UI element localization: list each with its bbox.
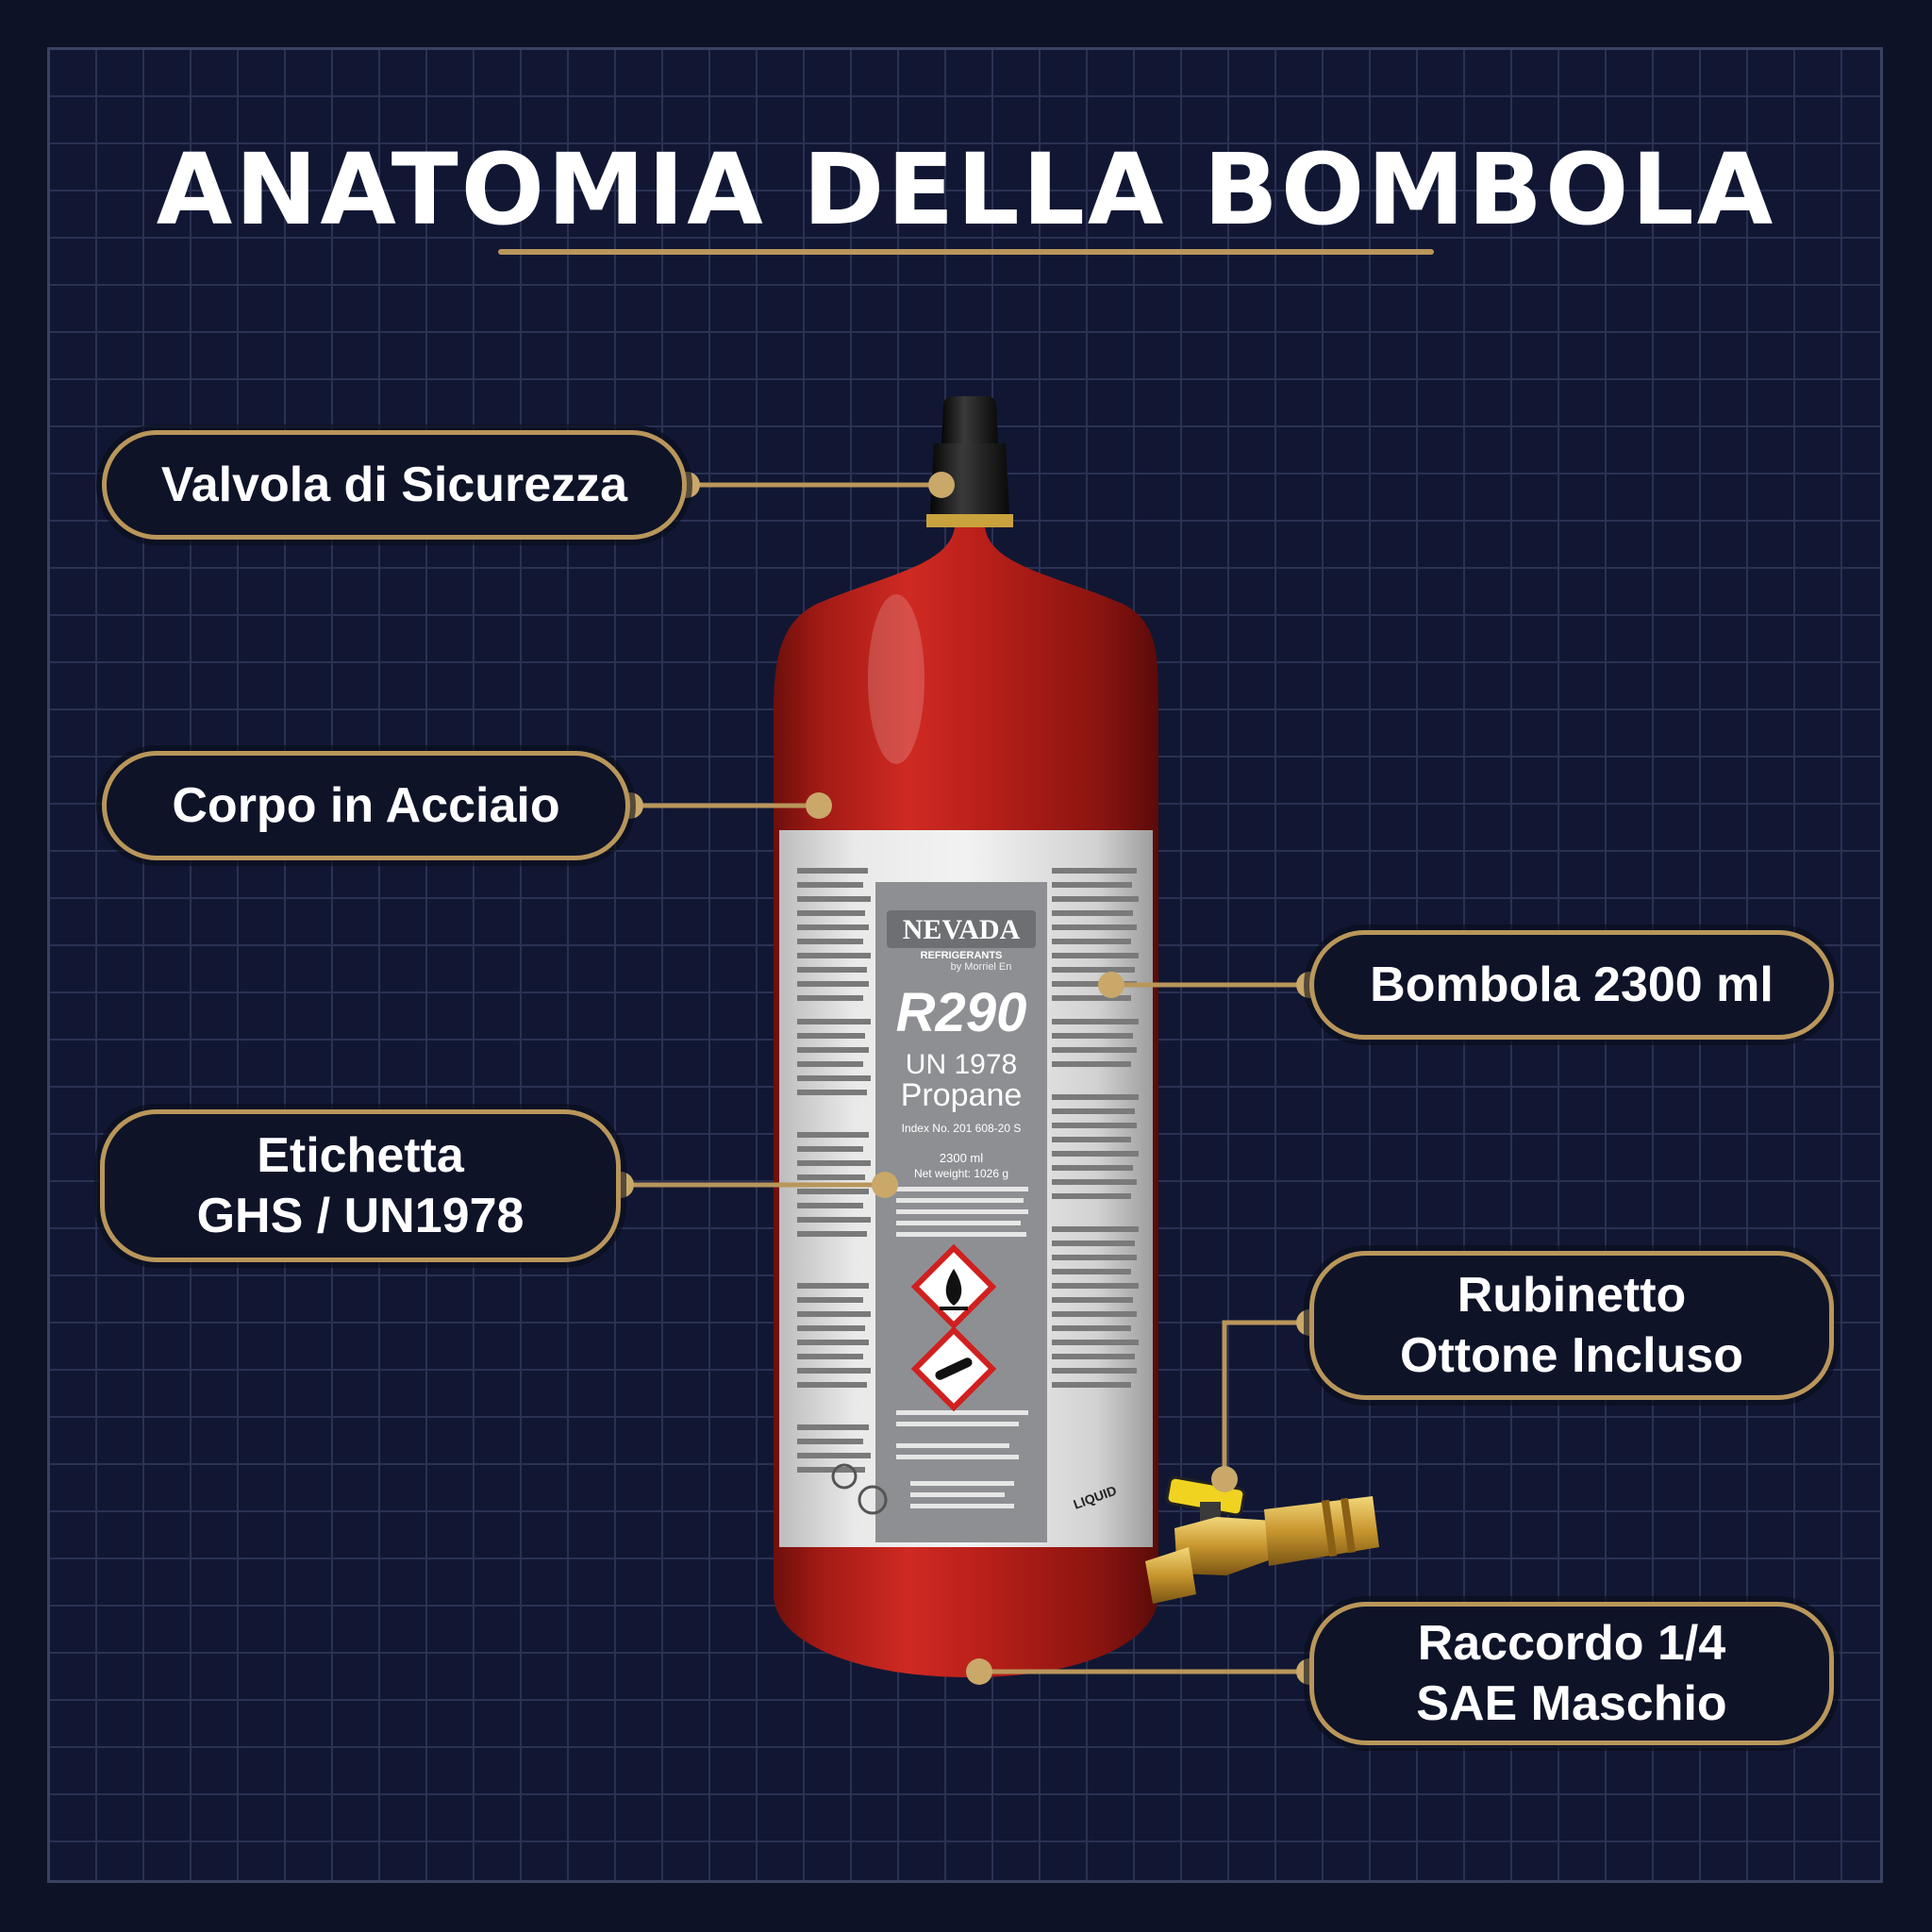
page-title: ANATOMIA DELLA BOMBOLA bbox=[156, 132, 1776, 247]
label-fine-print-right bbox=[1052, 868, 1139, 1388]
title-underline bbox=[498, 249, 1434, 255]
callout-brass-tap: Rubinetto Ottone Incluso bbox=[1309, 1251, 1834, 1400]
net-weight-text: Net weight: 1026 g bbox=[914, 1167, 1008, 1180]
un-number-text: UN 1978 bbox=[906, 1049, 1017, 1080]
panel-fine-print bbox=[896, 1187, 1028, 1508]
callout-capacity: Bombola 2300 ml bbox=[1309, 930, 1834, 1040]
callout-steel-body: Corpo in Acciaio bbox=[102, 751, 630, 860]
brass-tap-icon bbox=[1145, 1475, 1279, 1604]
body-highlight bbox=[868, 594, 924, 764]
flammable-hazard-icon bbox=[910, 1243, 997, 1330]
safety-valve-cap bbox=[926, 396, 1013, 527]
gas-code-text: R290 bbox=[896, 982, 1027, 1043]
callout-ghs-label: Etichetta GHS / UN1978 bbox=[100, 1109, 621, 1262]
gas-name-text: Propane bbox=[901, 1077, 1023, 1113]
callout-safety-valve: Valvola di Sicurezza bbox=[102, 430, 687, 540]
recycle-icons bbox=[831, 1463, 888, 1515]
volume-text: 2300 ml bbox=[940, 1151, 983, 1165]
brand-text: NEVADA bbox=[903, 914, 1021, 945]
connector-lines bbox=[621, 482, 1309, 1674]
label-fine-print-left bbox=[797, 868, 871, 1473]
brand-badge bbox=[887, 910, 1036, 948]
brand-by-text: by Morriel En bbox=[951, 961, 1012, 973]
gas-cylinder-hazard-icon bbox=[910, 1325, 997, 1412]
brand-sub-text: REFRIGERANTS bbox=[921, 950, 1003, 961]
index-number-text: Index No. 201 608-20 S bbox=[902, 1122, 1022, 1135]
sae-fitting-icon bbox=[1264, 1496, 1379, 1566]
callout-sae-fitting: Raccordo 1/4 SAE Maschio bbox=[1309, 1602, 1834, 1745]
